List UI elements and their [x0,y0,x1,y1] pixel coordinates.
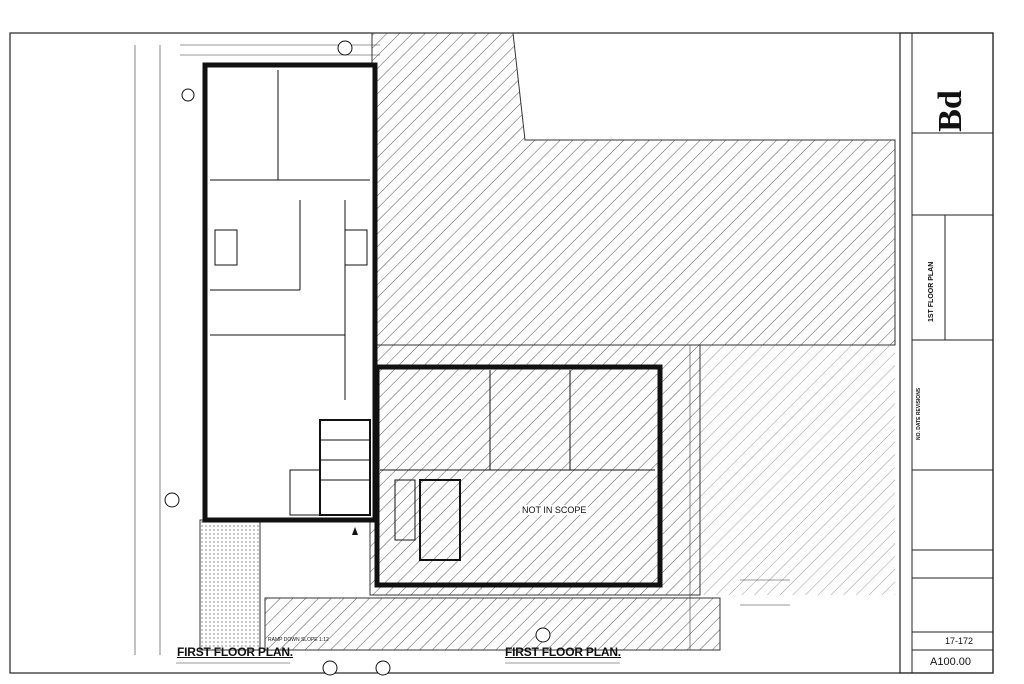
revisions-header: NO. DATE REVISIONS [916,387,922,440]
not-in-scope-label: NOT IN SCOPE [520,505,589,515]
firm-logo: Bd [931,90,969,132]
title-block [899,32,994,674]
dimension-lines [134,44,790,664]
north-arrow-icon [352,527,358,535]
section-markers [164,40,551,676]
plan-title-right: FIRST FLOOR PLAN. [505,645,621,659]
plan-title-left: FIRST FLOOR PLAN. [177,645,293,659]
lower-building-plan [374,364,663,588]
sheet-title: 1ST FLOOR PLAN [928,261,935,322]
job-number: 17-172 [945,636,974,646]
left-building-plan [202,62,378,523]
drawing-number: A100.00 [930,656,971,668]
paving-area [199,519,261,651]
ramp-note: RAMP DOWN SLOPE 1:12 [268,637,329,643]
